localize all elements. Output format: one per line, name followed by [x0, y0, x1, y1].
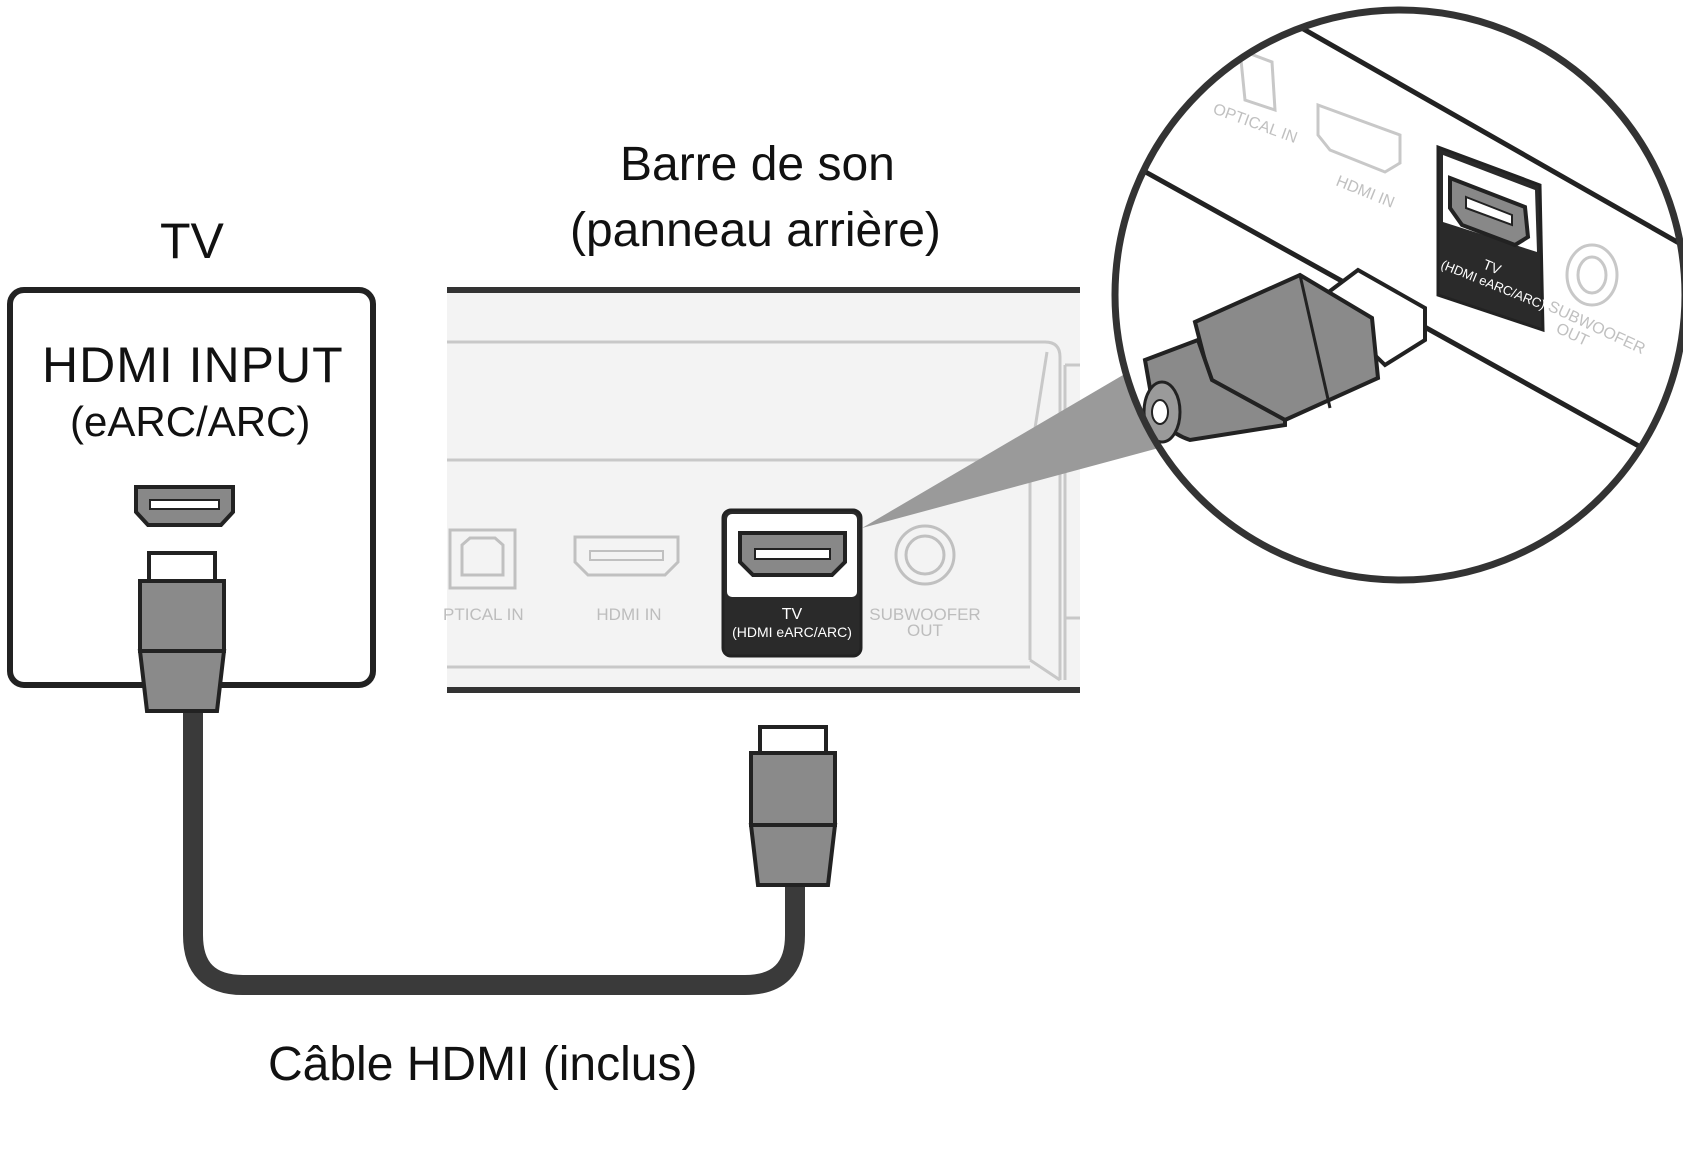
hdmi-cable — [183, 695, 805, 995]
port-label-subwoofer: SUBWOOFER — [869, 605, 980, 624]
tv-earc-label: (eARC/ARC) — [70, 398, 311, 445]
soundbar-title: Barre de son — [620, 138, 895, 191]
soundbar-hdmi-plug-icon — [748, 725, 838, 887]
tv-title: TV — [160, 213, 224, 269]
lens-label-tv: TV — [1481, 256, 1504, 278]
tv-hdmi-plug-icon — [137, 551, 227, 713]
port-label-tv-sub: (HDMI eARC/ARC) — [732, 624, 852, 640]
lens-hdmi-plug-icon — [1142, 267, 1427, 444]
tv-hdmi-input-label: HDMI INPUT — [42, 337, 344, 393]
port-label-optical-in: PTICAL IN — [443, 605, 524, 624]
optical-port-icon — [448, 528, 517, 590]
soundbar-subtitle: (panneau arrière) — [570, 204, 941, 257]
tv-earc-port-box — [721, 508, 863, 658]
tv-hdmi-port-icon — [134, 485, 235, 527]
hdmi-in-port-icon — [573, 535, 680, 577]
port-label-tv: TV — [782, 606, 803, 623]
port-label-hdmi-in: HDMI IN — [596, 605, 661, 624]
rca-jack-icon — [894, 524, 956, 586]
magnifier-lens: OPTICAL IN HDMI IN TV (HDMI eARC/ARC) SU… — [1111, 6, 1683, 584]
magnifier-callout — [862, 368, 1170, 528]
port-label-subwoofer-out: OUT — [907, 621, 943, 640]
cable-label: Câble HDMI (inclus) — [268, 1038, 698, 1091]
